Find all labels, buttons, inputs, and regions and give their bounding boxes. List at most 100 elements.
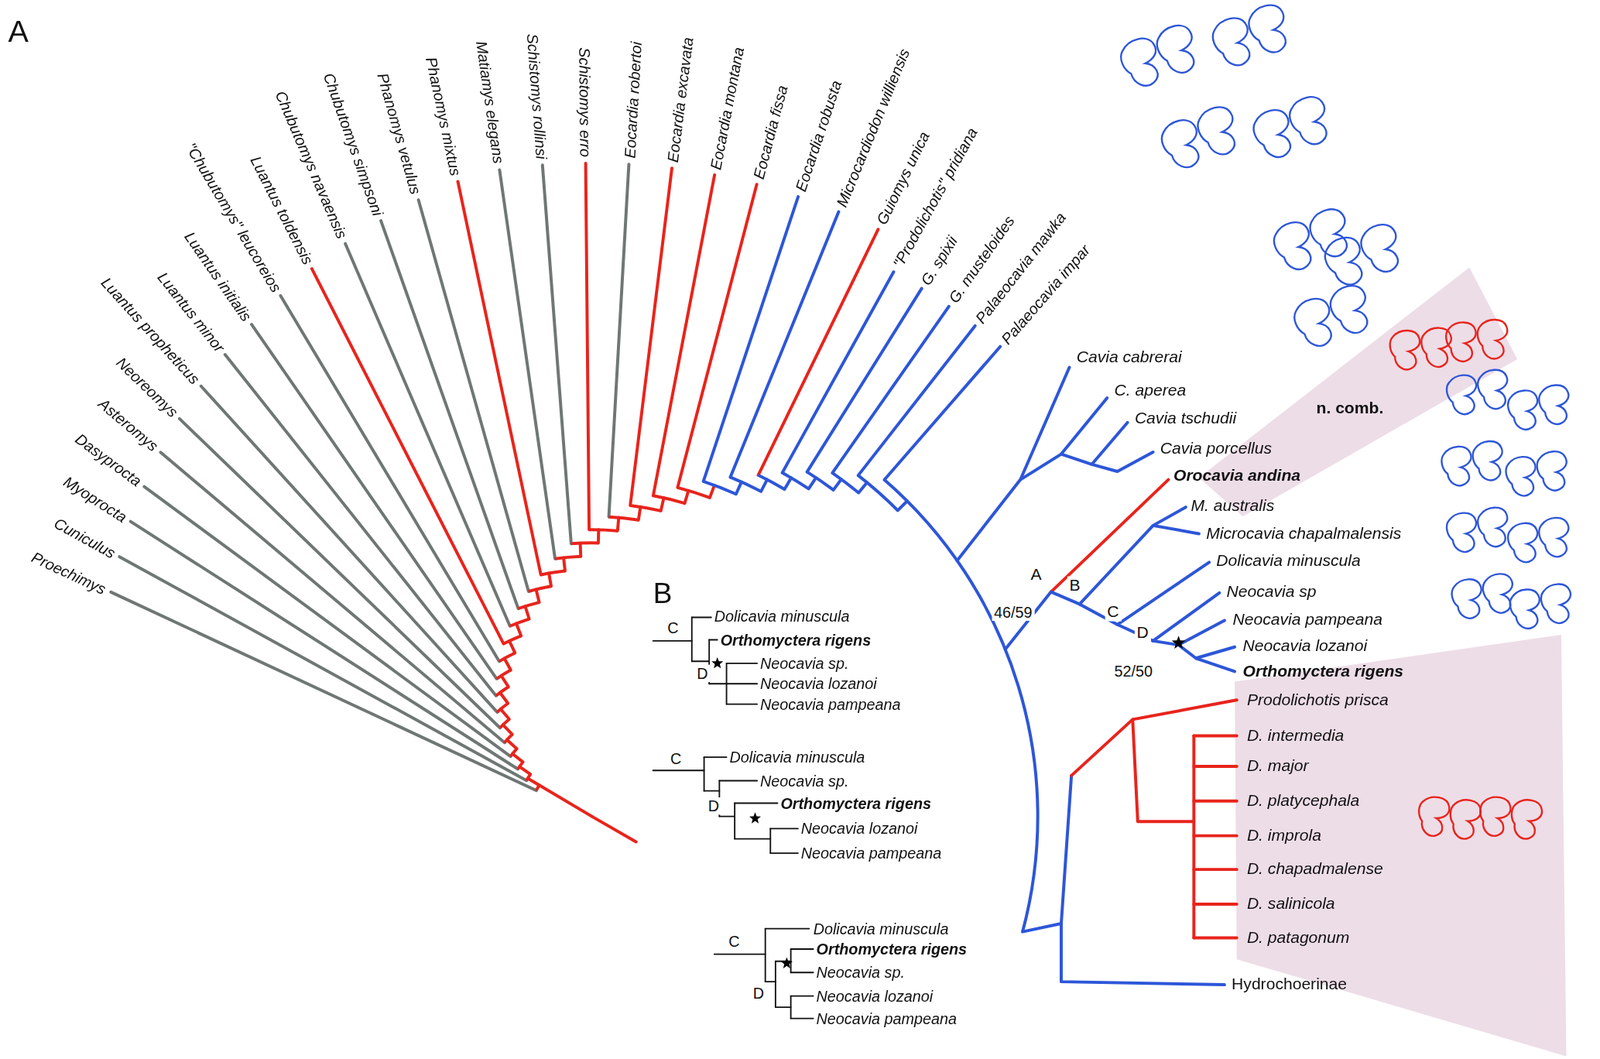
branch-line: [897, 500, 908, 511]
node-label: D: [705, 797, 722, 816]
branch-line: [703, 757, 706, 792]
tooth-outline: [1247, 104, 1302, 163]
branch-line: [501, 675, 509, 687]
branch-line: [509, 640, 515, 654]
branch-line: [653, 495, 686, 504]
branch-line: [884, 346, 1001, 480]
taxon-label: D. chapadmalense: [1247, 859, 1384, 879]
star-symbol: [1171, 635, 1186, 649]
branch-line: [1116, 592, 1220, 641]
node-label: D: [1134, 623, 1152, 642]
tooth-outline: [1156, 99, 1246, 177]
branch-line: [201, 386, 498, 713]
tooth-outline: [1284, 92, 1338, 151]
branch-line: [1051, 479, 1169, 593]
branch-line: [760, 479, 768, 492]
branch-line: [1071, 699, 1237, 776]
branch-line: [704, 756, 727, 758]
tooth-outline: [1443, 501, 1515, 559]
annotation: n. comb.: [1316, 398, 1385, 418]
branch-line: [1153, 525, 1200, 535]
branch-line: [758, 229, 879, 476]
tooth-outline: [1534, 448, 1574, 494]
taxon-label: Cavia porcellus: [1160, 439, 1272, 459]
branch-line: [504, 734, 513, 744]
tooth-outline: [1502, 445, 1573, 503]
tooth-outline: [1480, 797, 1542, 840]
branch-line: [784, 477, 792, 490]
branch-line: [527, 777, 540, 785]
tooth-outline: [1511, 799, 1542, 839]
tooth-outline: [1450, 799, 1481, 839]
branch-line: [832, 306, 949, 473]
branch-line: [884, 479, 1039, 932]
branch-line: [677, 487, 710, 498]
branch-line: [719, 815, 735, 818]
branch-line: [1195, 657, 1235, 672]
taxon-label: "Chubutomys" leucoreios: [181, 139, 285, 295]
branch-line: [858, 325, 976, 476]
taxon-label: C. aperea: [1114, 381, 1187, 401]
taxon-label: D. salinicola: [1247, 894, 1336, 914]
tooth-outline: [1443, 315, 1512, 367]
taxon-label: Dolicavia minuscula: [729, 748, 866, 767]
taxon-label: Orthomyctera rigens: [720, 630, 872, 649]
tooth-outline: [1115, 17, 1205, 95]
taxon-label: Neocavia lozanoi: [1243, 636, 1368, 655]
tooth-outline: [1268, 216, 1323, 275]
branch-line: [709, 639, 718, 641]
branch-line: [1193, 733, 1237, 737]
support-value: 46/59: [991, 603, 1035, 622]
branch-line: [555, 556, 581, 559]
branch-line: [1020, 397, 1107, 480]
branch-line: [539, 784, 593, 816]
branch-line: [758, 475, 785, 490]
branch-line: [500, 719, 510, 728]
branch-line: [585, 163, 590, 530]
taxon-label: Phanomys vetulus: [374, 71, 426, 197]
tooth-outline: [1480, 797, 1511, 836]
star-symbol: [781, 957, 793, 969]
node-label: C: [664, 618, 681, 637]
branch-line: [774, 961, 777, 1008]
tooth-outline: [1156, 115, 1210, 174]
branch-line: [1132, 719, 1194, 822]
branch-line: [225, 354, 497, 696]
tooth-outline: [1319, 215, 1409, 294]
taxon-label: Dolicavia minuscula: [714, 607, 850, 626]
branch-line: [791, 1017, 814, 1020]
tooth-outline: [1504, 379, 1576, 436]
branch-line: [790, 996, 792, 1019]
taxon-label: Orthomyctera rigens: [780, 794, 932, 812]
tooth-outline: [1480, 570, 1520, 617]
branch-line: [1092, 452, 1154, 472]
branch-line: [251, 324, 497, 679]
taxon-label: Neocavia sp.: [816, 963, 905, 982]
branch-line: [380, 220, 518, 609]
highlight-band: [1234, 634, 1566, 1056]
taxon-label: Cavia tschudii: [1134, 408, 1237, 428]
branch-line: [571, 542, 599, 544]
branch-line: [609, 517, 639, 521]
taxon-label: Myoprocta: [60, 472, 131, 526]
branch-line: [579, 543, 583, 557]
branch-line: [765, 928, 810, 930]
branch-line: [503, 724, 513, 734]
tooth-outline: [1538, 581, 1578, 627]
taxon-label: Cavia cabrerai: [1076, 347, 1183, 367]
tooth-outline: [1443, 363, 1515, 421]
taxon-label: D. improla: [1247, 826, 1322, 846]
tooth-outline: [1243, 0, 1297, 59]
branch-line: [500, 692, 508, 704]
node-label: C: [1105, 602, 1122, 622]
node-label: D: [695, 664, 711, 683]
taxon-label: Eocardia fissa: [750, 83, 792, 182]
branch-line: [703, 481, 737, 494]
node-label: A: [1028, 565, 1044, 584]
tooth-outline: [1504, 387, 1545, 434]
branch-line: [782, 271, 895, 473]
tooth-outline: [1268, 201, 1358, 279]
branch-line: [1193, 764, 1237, 768]
tooth-outline: [1151, 20, 1206, 79]
